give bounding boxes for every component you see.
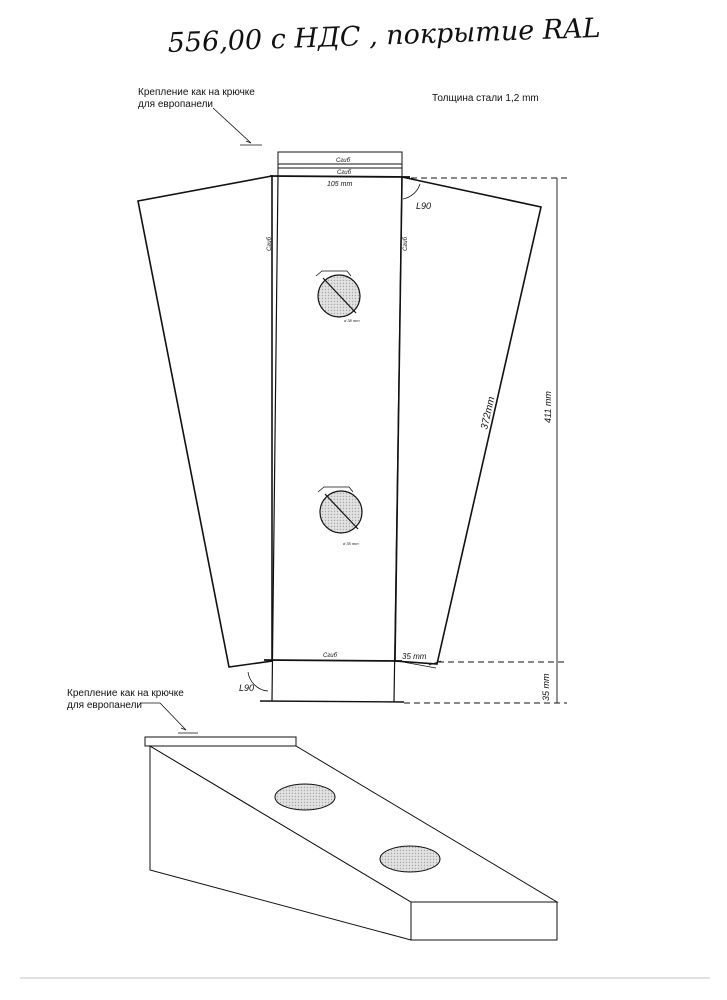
angle-arc-top [402, 183, 421, 200]
top-bend-line [269, 175, 411, 178]
bottom-side-dimension-ticks [402, 660, 442, 669]
mount-note-bottom-leader [140, 702, 198, 734]
steel-thickness-note: Толщина стали 1,2 mm [432, 93, 539, 104]
angle-label-bottom: L90 [239, 683, 254, 693]
right-wing [394, 176, 542, 665]
bottom-tab-dimension: 35 mm [541, 673, 551, 701]
bottom-side-dimension: 35 mm [402, 652, 427, 661]
dimension-extensions [404, 177, 567, 704]
total-length-dimension: 411 mm [543, 391, 553, 423]
bottom-edge [259, 700, 405, 703]
bend-label-right: Сгиб [403, 236, 409, 251]
iso-hole-top [274, 783, 336, 811]
iso-mount-plate [144, 736, 297, 747]
mount-note-top-line1: Крепление как на крючке [138, 87, 255, 98]
hole-bottom [317, 486, 363, 534]
bend-label-left: Сгиб [267, 236, 273, 251]
mount-note-bottom-line2: для европанели [67, 700, 142, 711]
hole-bottom-diameter: d 35 mm [343, 541, 359, 546]
isometric-view [144, 736, 559, 941]
mount-note-top-line2: для европанели [138, 99, 213, 110]
mount-note-top-leader [212, 107, 262, 146]
mount-note-bottom-line1: Крепление как на крючке [67, 688, 184, 699]
bottom-bend-line [263, 659, 403, 662]
bend-label-bottom: Сгиб [323, 653, 338, 659]
top-tab [277, 151, 403, 165]
hole-top-diameter: d 38 mm [344, 318, 360, 323]
center-left-edge [271, 175, 279, 702]
iso-hole-bottom [379, 845, 441, 873]
bend-label-top-1: Сгиб [336, 158, 351, 164]
bend-label-top-2: Сгиб [337, 170, 352, 176]
flat-pattern [137, 151, 542, 703]
width-dimension: 105 mm [327, 181, 352, 188]
iso-top-face [148, 745, 559, 903]
hole-top [315, 270, 361, 318]
left-wing [137, 175, 273, 668]
angle-arc-bottom [247, 671, 269, 692]
handwritten-price-note: 556,00 с НДС , покрытие RAL [167, 13, 601, 59]
iso-end-face [410, 901, 558, 941]
angle-label-top: L90 [416, 201, 431, 211]
